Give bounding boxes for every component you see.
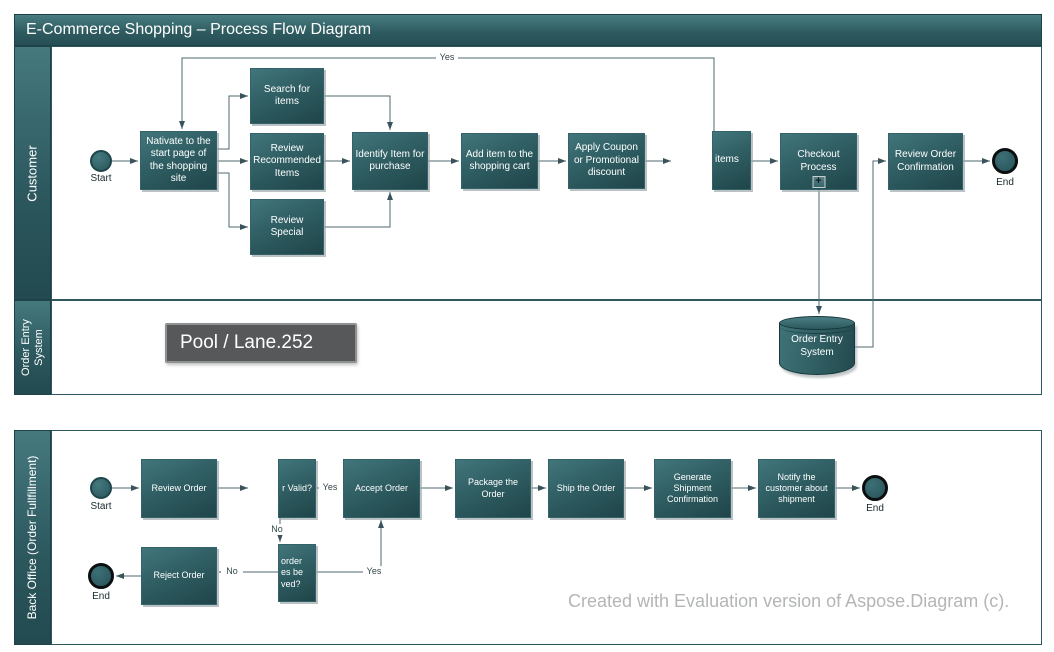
task-checkout-process[interactable]: Checkout Process + — [780, 133, 857, 190]
task-apply-coupon[interactable]: Apply Coupon or Promotional discount — [568, 133, 645, 189]
end-event-shipped-label: End — [866, 503, 884, 514]
subprocess-plus-icon: + — [812, 176, 825, 188]
datastore-rim — [779, 319, 855, 334]
edge-label-resolve-no: No — [221, 566, 243, 577]
evaluation-watermark: Created with Evaluation version of Aspos… — [568, 591, 1010, 611]
task-order-valid-clipped[interactable]: r Valid? — [278, 459, 316, 518]
end-event-customer[interactable] — [992, 148, 1018, 174]
task-checkout-label: Checkout Process — [797, 149, 840, 173]
task-accept-order[interactable]: Accept Order — [343, 459, 420, 518]
lane-order-entry-strip — [14, 300, 51, 395]
task-review-recommended[interactable]: Review Recommended Items — [250, 133, 324, 190]
task-add-item[interactable]: Add item to the shopping cart — [461, 133, 538, 189]
datastore-order-entry[interactable]: Order Entry System — [779, 316, 855, 375]
task-items-clipped[interactable]: items — [712, 131, 751, 190]
task-nativate[interactable]: Nativate to the start page of the shoppi… — [140, 131, 217, 190]
pool-title: E-Commerce Shopping – Process Flow Diagr… — [14, 14, 1042, 46]
task-review-confirmation[interactable]: Review Order Confirmation — [888, 133, 963, 190]
end-event-rejected[interactable] — [88, 563, 114, 589]
task-resolve-clipped[interactable]: order es be ved? — [278, 544, 316, 602]
task-generate-confirmation[interactable]: Generate Shipment Confirmation — [654, 459, 731, 518]
end-event-rejected-label: End — [92, 591, 110, 602]
task-identify-item[interactable]: Identify Item for purchase — [352, 132, 428, 190]
lane-back-office-label: Back Office (Order Fullfillment) — [24, 455, 39, 620]
datastore-top — [779, 316, 855, 330]
lane-order-entry-label: Order Entry System — [19, 319, 45, 376]
task-search-items[interactable]: Search for items — [250, 68, 324, 124]
task-review-order[interactable]: Review Order — [141, 459, 217, 518]
lane-customer-label: Customer — [24, 145, 40, 202]
start-event-backoffice[interactable] — [90, 477, 112, 499]
lane-back-office-strip — [14, 430, 51, 645]
start-event-backoffice-label: Start — [90, 501, 112, 512]
end-event-customer-label: End — [996, 177, 1014, 188]
lane-customer-strip — [14, 46, 51, 300]
edge-label-valid-yes: Yes — [319, 482, 341, 493]
task-review-special[interactable]: Review Special — [250, 199, 324, 255]
task-ship-order[interactable]: Ship the Order — [548, 459, 624, 518]
lane-tooltip-text: Pool / Lane.252 — [180, 332, 314, 353]
end-event-shipped[interactable] — [862, 475, 888, 501]
datastore-label: Order Entry System — [791, 334, 843, 358]
task-package-order[interactable]: Package the Order — [455, 459, 531, 518]
start-event-customer[interactable] — [90, 150, 112, 172]
edge-label-valid-no: No — [266, 524, 288, 535]
lane-tooltip: Pool / Lane.252 — [165, 323, 357, 363]
edge-label-resolve-yes: Yes — [363, 566, 385, 577]
task-notify-customer[interactable]: Notify the customer about shipment — [758, 459, 835, 518]
pool-title-text: E-Commerce Shopping – Process Flow Diagr… — [26, 21, 372, 38]
edge-label-yes-loop: Yes — [436, 52, 458, 63]
task-reject-order[interactable]: Reject Order — [141, 547, 217, 605]
start-event-customer-label: Start — [90, 173, 112, 184]
